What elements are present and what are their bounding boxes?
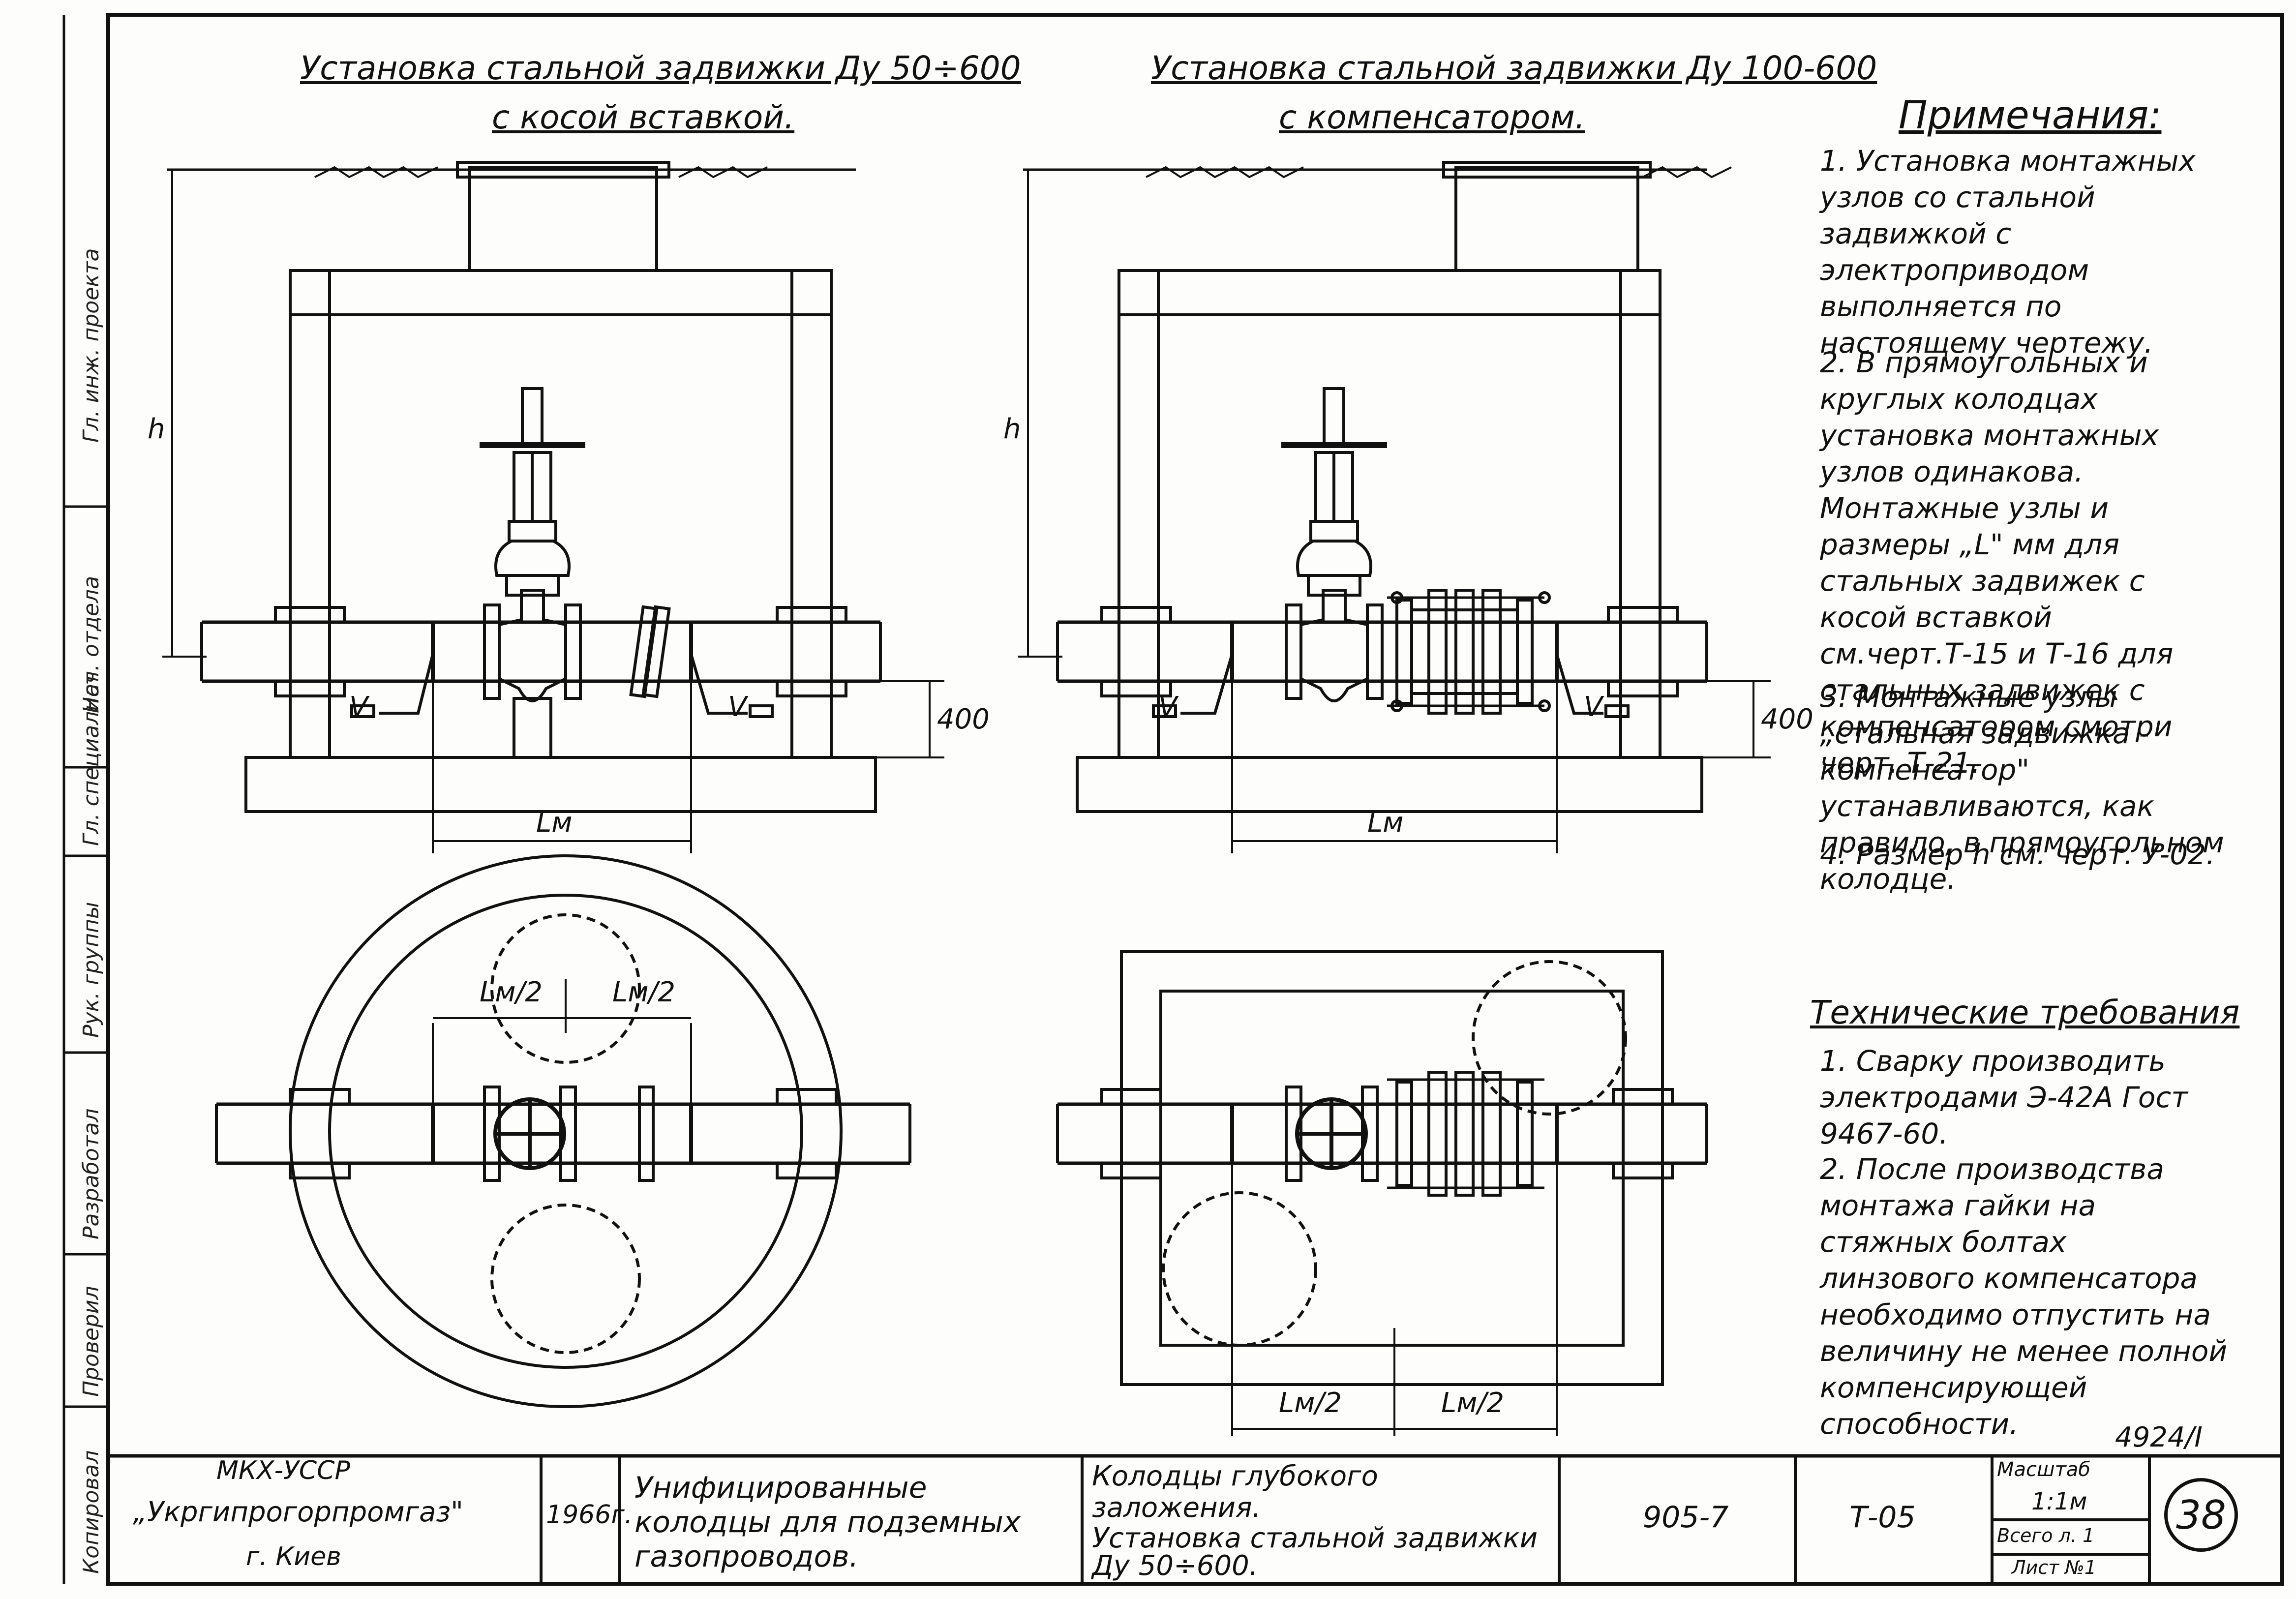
page-number-circle: 38 [2164,1478,2238,1552]
project-name: Унифицированные колодцы для подземных га… [634,1471,1021,1574]
weld-mark-c: V [1158,691,1178,723]
dim-lm-right: Lм [1367,807,1404,839]
subject-line2: Установка стальной задвижки Ду 50÷600. [1092,1522,1538,1582]
well-inner-rect [1159,990,1625,1347]
sheet-code: 4924/I [2115,1421,2203,1453]
tech-heading: Технические требования [1810,994,2240,1031]
sheets-total: Всего л. 1 [1997,1525,2095,1546]
sidebar-label-3: Гл. специалист [79,672,104,846]
sidebar-label-1: Гл. инж. проекта [79,248,104,443]
dim-lm2-b: Lм/2 [612,976,675,1008]
sidebar-label-6: Проверил [79,1286,104,1397]
weld-mark-b: V [728,691,747,723]
dim-lm-left: Lм [536,807,573,839]
dim-h-left: h [148,413,165,445]
scale-value: 1:1м [2031,1488,2087,1515]
dim-lm2-a: Lм/2 [480,976,543,1008]
well-inner-circle [328,894,803,1369]
well-outer-circle [289,854,843,1408]
title-left-line2: с косой вставкой. [492,98,795,136]
year: 1966г. [546,1500,633,1530]
sheet-frame [106,13,2284,1586]
sidebar-label-4: Рук. группы [79,902,104,1038]
note-4: 4. Размер h см. черт. У-02. [1820,838,2215,871]
tech-1: 1. Сварку производить электродами Э-42А … [1820,1044,2188,1150]
weld-mark-d: V [1584,691,1603,723]
series-number: 905-7 [1643,1500,1729,1535]
dim-400-right: 400 [1761,703,1813,735]
subject-line1: Колодцы глубокого заложения. [1092,1460,1378,1524]
weld-mark-a: V [349,691,368,723]
page-number: 38 [2176,1492,2226,1538]
sheet-number: Лист №1 [2012,1557,2097,1578]
org-line2: „Укргипрогорпромгаз" [133,1496,463,1528]
drawing-number: Т-05 [1849,1500,1916,1535]
well-outer-rect [1120,950,1664,1386]
note-3: 3. Монтажные узлы „стальная задвижка - к… [1820,680,2224,896]
title-left-line1: Установка стальной задвижки Ду 50÷600 [300,49,1021,87]
sidebar-label-7: Копировал [79,1450,104,1574]
scale-label: Масштаб [1997,1458,2091,1481]
tech-2: 2. После производства монтажа гайки на с… [1820,1152,2228,1441]
notes-heading: Примечания: [1899,93,2162,138]
sidebar-label-5: Разработал [79,1108,104,1239]
title-right-line2: с компенсатором. [1279,98,1585,136]
note-2: 2. В прямоугольных и круглых колодцах ус… [1820,346,2174,780]
dim-h-right: h [1003,413,1021,445]
org-line1: МКХ-УССР [216,1456,350,1485]
dim-lm2-c: Lм/2 [1279,1387,1342,1419]
org-line3: г. Киев [246,1542,341,1571]
dim-lm2-d: Lм/2 [1441,1387,1504,1419]
signature-sidebar: Гл. инж. проекта Нач. отдела Гл. специал… [0,0,104,1599]
title-right-line1: Установка стальной задвижки Ду 100-600 [1151,49,1877,87]
dim-400-left: 400 [937,703,990,735]
note-1: 1. Установка монтажных узлов со стальной… [1820,144,2196,360]
